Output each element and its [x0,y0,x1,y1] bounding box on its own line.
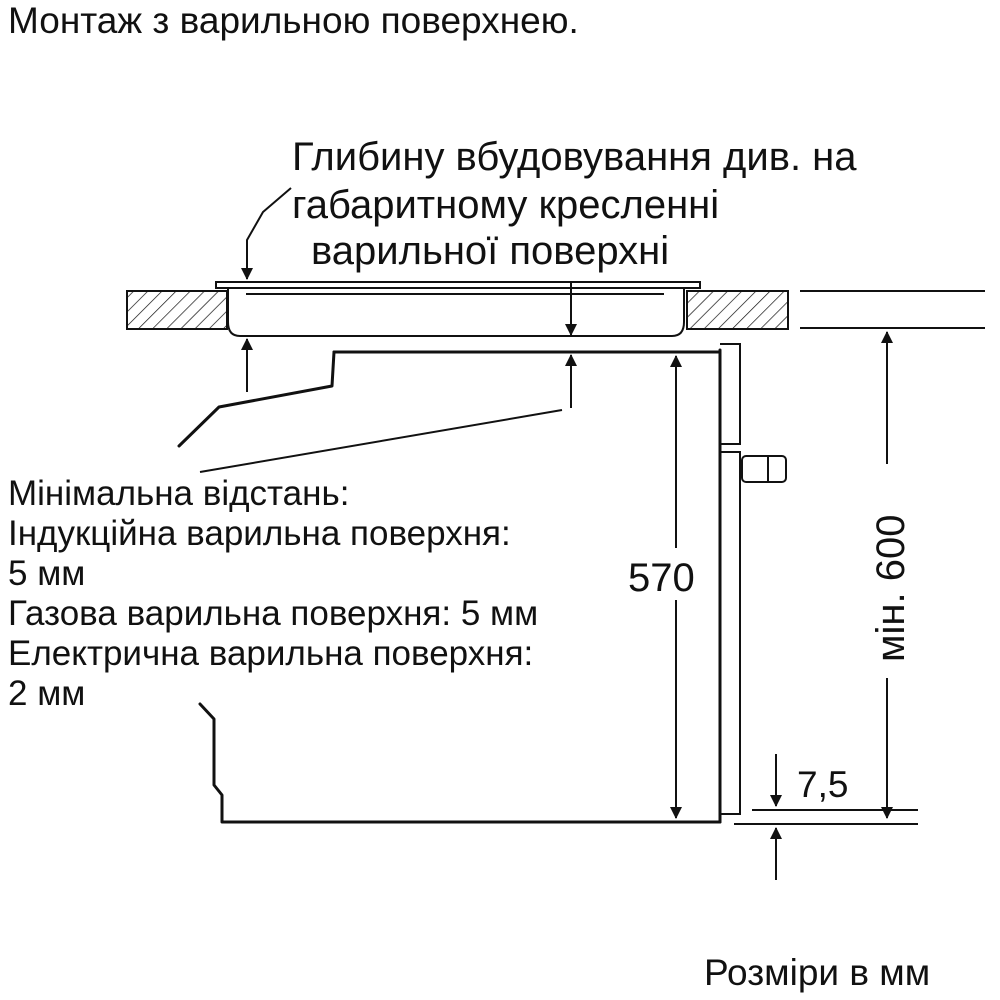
diagram-title: Монтаж з варильною поверхнею. [8,0,579,41]
dimension-niche-height: мін. 600 [869,331,913,819]
note-line: 5 мм [8,554,85,593]
oven-back-upper [177,350,336,448]
note-line: 2 мм [8,674,85,713]
note-line: Індукційна варильна поверхня: [8,514,511,553]
depth-callout: Глибину вбудовування див. на габаритному… [292,135,857,273]
dimension-gap-label: 7,5 [797,764,848,805]
oven-door [720,451,741,815]
oven-back-lower [198,702,722,824]
dimension-oven-height: 570 [628,355,695,819]
oven-knob [741,455,787,483]
worktop-left-section [126,290,228,330]
min-distance-arrows [199,282,577,473]
worktop-right-section [686,290,789,330]
note-line: Електрична варильна поверхня: [8,634,533,673]
cooktop [215,281,701,337]
callout-line: Глибину вбудовування див. на [292,135,857,179]
oven-front-panel [720,343,741,445]
oven [177,343,787,824]
callout-line: варильної поверхні [311,229,669,273]
note-line: Газова варильна поверхня: 5 мм [8,594,538,633]
callout-leader [241,187,292,280]
dimension-niche-height-label: мін. 600 [869,515,913,662]
note-line: Мінімальна відстань: [8,474,349,513]
callout-line: габаритному кресленні [292,183,719,227]
min-distance-note: Мінімальна відстань: Індукційна варильна… [8,474,538,713]
worktop [126,290,985,330]
units-note: Розміри в мм [704,952,930,993]
dimension-oven-height-label: 570 [628,556,695,600]
dimension-gap: 7,5 [734,754,918,880]
